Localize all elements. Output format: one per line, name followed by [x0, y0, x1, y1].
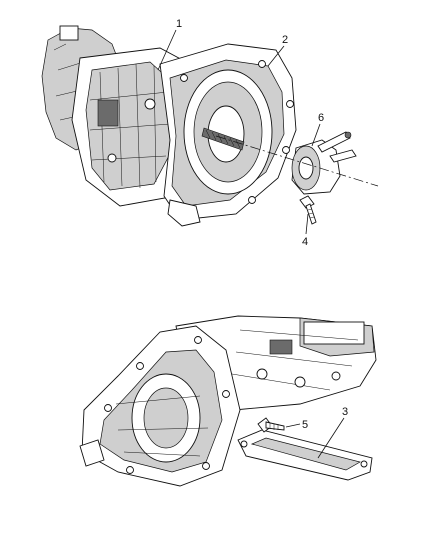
leader-line-2: [267, 45, 285, 67]
bellhousing-lower: [79, 325, 241, 487]
leader-line-4: [305, 213, 309, 235]
slave-cylinder: [291, 131, 357, 195]
leader-line-1: [157, 29, 177, 71]
leader-line-6: [311, 123, 321, 147]
slave-cylinder-bolt: [299, 195, 317, 225]
dust-cover-bolt: [257, 417, 285, 433]
callout-1: 1: [176, 18, 182, 30]
leader-line-5: [285, 423, 301, 428]
leader-line-3: [317, 417, 345, 459]
callout-5: 5: [302, 419, 308, 431]
transmission-assembly: [41, 25, 297, 227]
callout-2: 2: [282, 34, 288, 46]
callout-3: 3: [342, 406, 348, 418]
callout-4: 4: [302, 236, 308, 248]
transmission-dust-cover: [237, 429, 373, 481]
callout-6: 6: [318, 112, 324, 124]
